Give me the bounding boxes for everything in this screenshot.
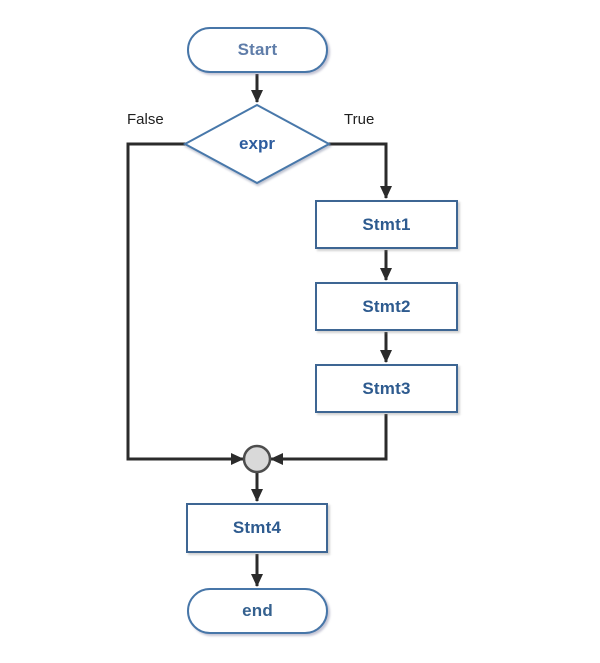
start-label: Start [237, 40, 278, 59]
edge-true-to-stmt1 [327, 142, 392, 199]
stmt2-label: Stmt2 [362, 296, 411, 316]
decision-diamond-shape [182, 103, 332, 185]
stmt1-node: Stmt1 [315, 200, 458, 249]
edge-false-to-junction [126, 142, 244, 465]
stmt4-label: Stmt4 [232, 518, 282, 537]
stmt3-node: Stmt3 [315, 364, 458, 413]
edge-stmt3-to-junction [270, 414, 388, 465]
stmt2-node: Stmt2 [315, 282, 458, 331]
stmt3-label: Stmt3 [362, 378, 411, 398]
start-node: Start [187, 27, 328, 73]
junction-connector [242, 444, 272, 474]
true-branch-label: True [344, 111, 375, 128]
end-node: end [187, 588, 328, 634]
stmt4-node: Stmt4 [186, 503, 328, 553]
false-branch-label: False [127, 111, 164, 128]
stmt1-label: Stmt1 [362, 214, 411, 234]
end-label: end [242, 601, 273, 620]
